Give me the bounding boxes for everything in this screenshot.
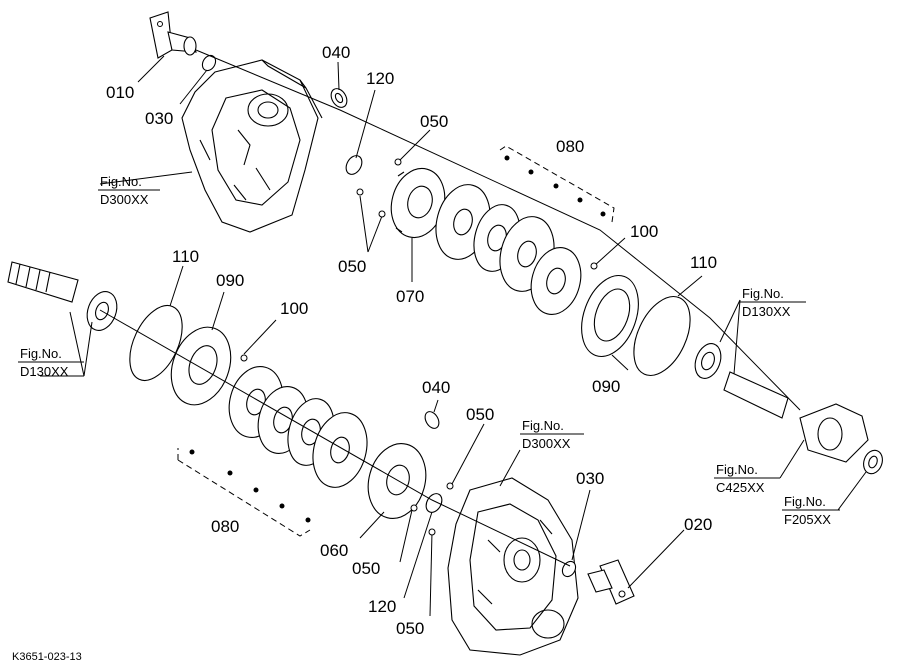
label-050-e: 050	[396, 619, 424, 638]
label-040-bottom: 040	[422, 378, 450, 397]
part-120-ring-bottom	[425, 493, 443, 513]
part-030-oring-top	[201, 54, 217, 72]
part-080-plate-stack-bottom	[228, 366, 368, 488]
upper-housing	[181, 59, 323, 233]
label-120-top: 120	[366, 69, 394, 88]
dots	[189, 155, 606, 536]
svg-text:D130XX: D130XX	[742, 304, 791, 319]
svg-text:C425XX: C425XX	[716, 480, 765, 495]
fig-ref-d130-right: Fig.No. D130XX	[740, 286, 806, 319]
fig-ref-f205: Fig.No. F205XX	[782, 494, 840, 527]
svg-text:F205XX: F205XX	[784, 512, 831, 527]
label-080-bottom: 080	[211, 517, 239, 536]
fig-ref-d130-left: Fig.No. D130XX	[18, 346, 84, 379]
svg-text:Fig.No.: Fig.No.	[100, 174, 142, 189]
label-100-top: 100	[630, 222, 658, 241]
label-110-right: 110	[690, 253, 717, 272]
label-080-top: 080	[556, 137, 584, 156]
part-f205-nut	[863, 449, 883, 475]
part-070-piston	[390, 167, 446, 239]
bracket-080-bottom	[177, 448, 311, 537]
fig-ref-c425: Fig.No. C425XX	[714, 462, 780, 495]
label-030-bottom: 030	[576, 469, 604, 488]
left-shaft-bearing	[7, 261, 118, 331]
svg-text:D130XX: D130XX	[20, 364, 69, 379]
part-090-right	[581, 274, 639, 358]
right-shaft-bearing	[694, 343, 789, 419]
svg-text:Fig.No.: Fig.No.	[716, 462, 758, 477]
fig-ref-d300-top: Fig.No. D300XX	[98, 174, 160, 207]
label-060: 060	[320, 541, 348, 560]
part-120-ring-top	[345, 155, 363, 175]
svg-text:Fig.No.: Fig.No.	[522, 418, 564, 433]
bracket-080-top	[499, 145, 615, 223]
drawing-code: K3651-023-13	[12, 651, 82, 663]
part-090-left	[170, 326, 232, 406]
part-010-flange	[149, 11, 197, 59]
label-050-d: 050	[352, 559, 380, 578]
label-100-left: 100	[280, 299, 308, 318]
svg-text:Fig.No.: Fig.No.	[20, 346, 62, 361]
label-050-c: 050	[466, 405, 494, 424]
lower-housing	[447, 477, 579, 656]
svg-text:Fig.No.: Fig.No.	[784, 494, 826, 509]
label-090-left: 090	[216, 271, 244, 290]
svg-text:Fig.No.: Fig.No.	[742, 286, 784, 301]
part-c425-flange	[799, 403, 869, 463]
part-040-top	[330, 88, 348, 108]
svg-text:D300XX: D300XX	[100, 192, 149, 207]
fig-ref-d300-bottom: Fig.No. D300XX	[520, 418, 584, 451]
label-050-a: 050	[420, 112, 448, 131]
part-080-plate-stack-top	[435, 184, 582, 315]
part-110-ring-right	[633, 296, 691, 376]
label-010: 010	[106, 83, 134, 102]
label-050-b: 050	[338, 257, 366, 276]
label-020: 020	[684, 515, 712, 534]
label-030-top: 030	[145, 109, 173, 128]
part-030-oring-bottom	[561, 560, 577, 578]
part-labels: 010 030 040 120 050 080 050 070 100 110 …	[106, 43, 717, 638]
label-090-right: 090	[592, 377, 620, 396]
part-020-flange	[587, 559, 635, 605]
label-040-top: 040	[322, 43, 350, 62]
label-120-bottom: 120	[368, 597, 396, 616]
svg-text:D300XX: D300XX	[522, 436, 571, 451]
part-060-piston	[367, 443, 427, 519]
label-070: 070	[396, 287, 424, 306]
label-110-left: 110	[172, 247, 199, 266]
part-040-bottom	[424, 411, 440, 429]
leader-lines	[40, 49, 867, 617]
